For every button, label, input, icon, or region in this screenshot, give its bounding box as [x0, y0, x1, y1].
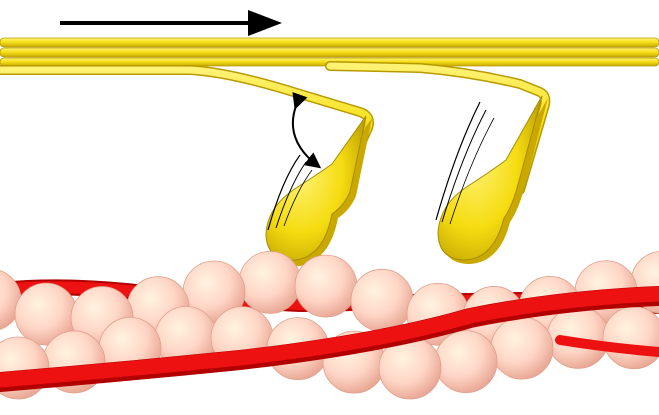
myosin-neck-left: [0, 70, 369, 190]
actin-bead: [435, 331, 497, 393]
filament-rod-2: [0, 48, 659, 57]
actin-bead: [239, 251, 301, 313]
actin-bead: [351, 269, 413, 331]
direction-arrow: [60, 10, 282, 36]
actin-bead: [603, 307, 659, 369]
right-arrow-head: [248, 10, 282, 36]
myosin-head-left: [0, 70, 372, 266]
filament-rod-1: [0, 38, 659, 47]
myosin-head-right: [330, 66, 548, 264]
curved-double-arrow-icon: [293, 106, 318, 166]
myosin-neck-left-outline: [0, 70, 369, 190]
myosin-head-left-body: [266, 116, 366, 260]
actin-bead: [295, 255, 357, 317]
thin-filament: [0, 251, 659, 399]
actin-bead: [491, 317, 553, 379]
